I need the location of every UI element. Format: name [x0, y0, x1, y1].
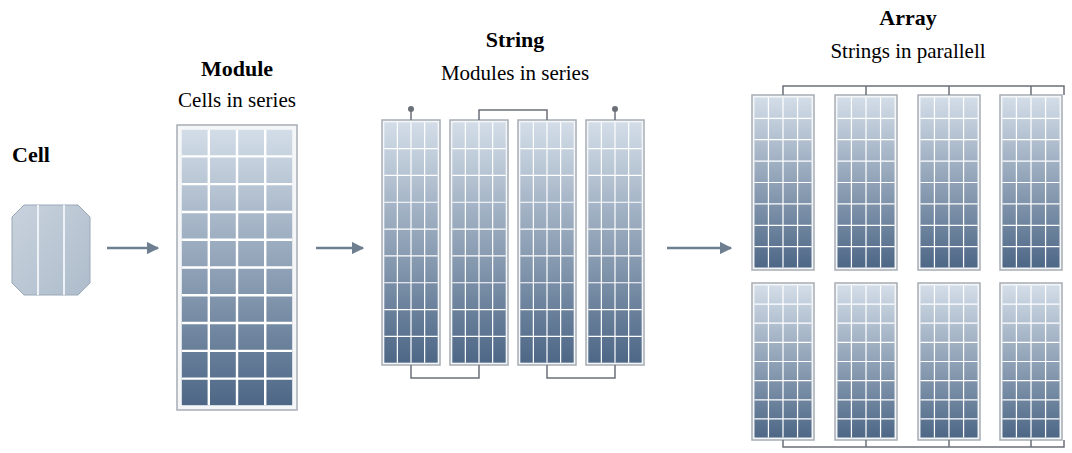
stage-title: Array — [879, 6, 936, 30]
solar-cell — [12, 205, 90, 295]
pv-module — [518, 120, 576, 365]
stage-box: ModuleCells in series — [175, 125, 299, 410]
pv-module — [382, 120, 440, 365]
flow-arrow — [316, 247, 363, 250]
stage-box: StringModules in series — [380, 108, 650, 382]
terminal-dots — [408, 106, 618, 112]
stage-subtitle: Strings in parallell — [830, 40, 985, 63]
pv-module — [752, 283, 814, 440]
pv-module — [450, 120, 508, 365]
stage-subtitle: Cells in series — [178, 89, 296, 112]
stage-box: ArrayStrings in parallell — [748, 84, 1068, 450]
pv-module — [1000, 283, 1062, 440]
pv-module — [918, 283, 980, 440]
solar-panels — [177, 95, 1062, 440]
stage-title: Module — [201, 57, 273, 81]
string-wiring — [411, 86, 1064, 447]
pv-module — [177, 125, 297, 410]
pv-module — [586, 120, 644, 365]
pv-module — [918, 95, 980, 270]
pv-module — [1000, 95, 1062, 270]
pv-module — [835, 95, 897, 270]
pv-module — [752, 95, 814, 270]
flow-arrow — [667, 247, 731, 250]
flow-arrow — [107, 247, 158, 250]
stage-subtitle: Modules in series — [441, 62, 589, 85]
pv-module — [835, 283, 897, 440]
stage-title: Cell — [12, 143, 50, 167]
stage-box: Cell — [12, 205, 90, 295]
stage-title: String — [486, 28, 545, 52]
